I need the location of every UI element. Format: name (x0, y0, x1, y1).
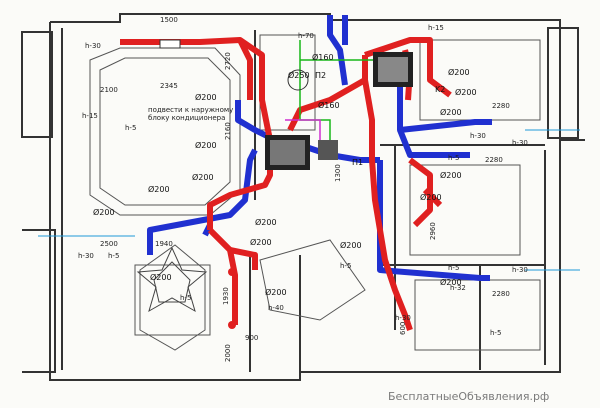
svg-text:1940: 1940 (155, 240, 173, 248)
svg-text:h-30: h-30 (85, 42, 101, 50)
svg-text:h-15: h-15 (428, 24, 444, 32)
svg-text:h-5: h-5 (340, 262, 351, 270)
svg-text:h-40: h-40 (268, 304, 284, 312)
svg-text:2100: 2100 (100, 86, 118, 94)
svg-text:K2: K2 (435, 85, 445, 94)
svg-text:Ø200: Ø200 (455, 87, 477, 97)
svg-text:h-30: h-30 (512, 266, 528, 274)
svg-text:900: 900 (245, 334, 258, 342)
svg-text:блоку кондиционера: блоку кондиционера (148, 114, 225, 122)
unit-labels: K2 П2 П1 подвести к наружному блоку конд… (148, 71, 445, 167)
svg-text:Ø200: Ø200 (440, 107, 462, 117)
svg-text:2280: 2280 (492, 102, 510, 110)
svg-text:h-5: h-5 (180, 294, 191, 302)
svg-text:h-5: h-5 (448, 154, 459, 162)
svg-text:h-30: h-30 (78, 252, 94, 260)
svg-text:2160: 2160 (224, 122, 232, 140)
svg-text:Ø200: Ø200 (255, 217, 277, 227)
svg-text:1500: 1500 (160, 16, 178, 24)
svg-text:Ø200: Ø200 (250, 237, 272, 247)
svg-text:Ø200: Ø200 (448, 67, 470, 77)
svg-text:600: 600 (399, 322, 407, 335)
svg-text:Ø160: Ø160 (312, 52, 334, 62)
svg-text:2000: 2000 (224, 344, 232, 362)
svg-text:Ø200: Ø200 (420, 192, 442, 202)
svg-text:Ø200: Ø200 (340, 240, 362, 250)
walls (21, 13, 585, 381)
svg-text:Ø200: Ø200 (150, 272, 172, 282)
svg-text:Ø200: Ø200 (192, 172, 214, 182)
svg-text:2345: 2345 (160, 82, 178, 90)
star-ceiling (136, 246, 208, 313)
svg-text:h-5: h-5 (448, 264, 459, 272)
duct-size-labels: Ø200 Ø200 Ø200 Ø200 Ø200 Ø200 Ø200 Ø200 … (93, 52, 477, 297)
svg-text:Ø200: Ø200 (195, 140, 217, 150)
svg-text:Ø200: Ø200 (265, 287, 287, 297)
svg-text:П2: П2 (315, 71, 326, 80)
svg-text:Ø160: Ø160 (318, 100, 340, 110)
ventilation-units (159, 39, 413, 329)
svg-text:Ø200: Ø200 (93, 207, 115, 217)
svg-text:Ø200: Ø200 (440, 170, 462, 180)
svg-text:h-15: h-15 (82, 112, 98, 120)
svg-text:Ø200: Ø200 (440, 277, 462, 287)
refrigerant-pipes (285, 40, 375, 150)
svg-text:2720: 2720 (224, 52, 232, 70)
svg-text:подвести к наружному: подвести к наружному (148, 106, 233, 114)
svg-text:h-30: h-30 (512, 139, 528, 147)
svg-text:h-30: h-30 (395, 314, 411, 322)
svg-text:h-30: h-30 (470, 132, 486, 140)
svg-text:2500: 2500 (100, 240, 118, 248)
svg-text:1930: 1930 (222, 287, 230, 305)
svg-text:h-5: h-5 (108, 252, 119, 260)
svg-text:Ø250: Ø250 (288, 70, 310, 80)
svg-text:П1: П1 (352, 158, 363, 167)
svg-text:2960: 2960 (429, 222, 437, 240)
svg-text:Ø200: Ø200 (195, 92, 217, 102)
svg-text:h-70: h-70 (298, 32, 314, 40)
axis-lines (38, 129, 580, 271)
dimension-labels: 1500 2345 2100 2720 2160 2280 2280 2280 … (100, 16, 510, 362)
svg-text:h-32: h-32 (450, 284, 466, 292)
svg-text:1300: 1300 (334, 164, 342, 182)
height-labels: h-30 h-15 h-5 h-70 h-15 h-30 h-5 h-30 h-… (78, 24, 528, 337)
svg-text:Ø200: Ø200 (148, 184, 170, 194)
ceiling-contours (89, 34, 541, 351)
svg-text:2280: 2280 (492, 290, 510, 298)
svg-text:2280: 2280 (485, 156, 503, 164)
svg-text:h-5: h-5 (125, 124, 136, 132)
svg-text:h-5: h-5 (490, 329, 501, 337)
watermark: БесплатныеОбъявления.рф (388, 390, 549, 403)
